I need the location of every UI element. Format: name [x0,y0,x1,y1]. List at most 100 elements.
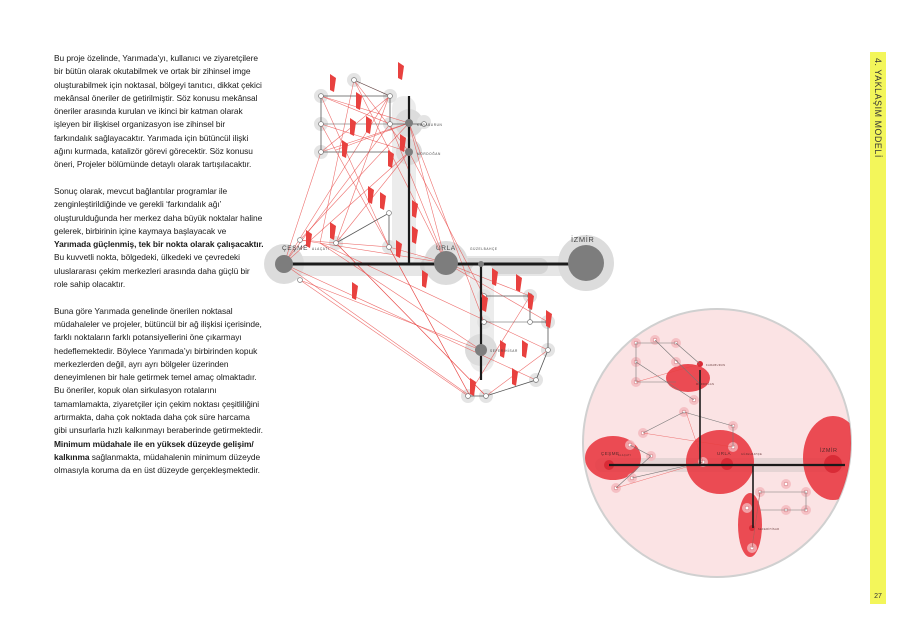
network-link [320,95,410,124]
network-link [319,79,355,244]
network-link [408,151,485,297]
inset-link [675,342,701,365]
inset-izmir-label: İZMİR [820,447,837,454]
inset-link [683,411,734,427]
page-number: 27 [874,593,882,600]
paragraph-2: Sonuç olarak, mevcut bağlantılar program… [54,185,264,291]
paragraph-3: Buna göre Yarımada genelinde önerilen no… [54,305,264,478]
network-link [320,122,410,153]
flag-marker [412,200,418,218]
inset-guzelbahce-label: GÜZELBAHÇE [741,453,762,456]
flag-marker [470,378,476,396]
network-link [299,239,447,264]
guzelbahce-label: GÜZELBAHÇE [470,247,498,251]
inset-red-link [615,461,704,489]
flag-marker [306,230,312,248]
junction-node [545,347,551,353]
network-link [335,95,390,244]
flag-marker [380,192,386,210]
flag-marker [342,140,348,158]
inset-karaburun-label: KARABURUN [706,364,726,367]
inset-red-link [751,491,761,549]
flag-marker [500,340,506,358]
mordogan-node [405,148,413,156]
network-link [389,123,447,264]
junction-node [318,93,324,99]
network-link [299,279,482,351]
alacati-label: ALAÇATI [312,247,329,251]
flag-marker [528,292,534,310]
flag-marker [492,268,498,286]
network-link [445,262,549,323]
network-link [319,242,482,351]
network-link [320,95,391,125]
flag-marker [368,186,374,204]
inset-link [654,339,701,385]
network-link [283,151,410,265]
junction-node [387,93,393,99]
inset-alacati-label: ALAÇATI [618,454,631,457]
paragraph-3-text-a: Buna göre Yarımada genelinde önerilen no… [54,305,263,436]
flag-marker [482,294,488,312]
flag-marker [398,62,404,80]
seferihisar-label: SEFERİHİSAR [490,348,518,353]
izmir-node [568,245,604,281]
karaburun-node [405,119,413,127]
inset-link [635,361,695,401]
network-link [388,246,471,397]
network-link [319,242,549,351]
inset-cesme-label: ÇEŞME [601,451,620,456]
network-link [320,95,390,248]
karaburun-label: KARABURUN [417,123,443,127]
inset-junction [744,505,750,511]
izmir-label: İZMİR [571,235,594,244]
junction-node [465,393,471,399]
chapter-title: 4. YAKLAŞIM MODELİ [873,58,883,158]
body-text-column: Bu proje özelinde, Yarımada’yı, kullanıc… [54,52,264,491]
paragraph-3-emphasis: Minimum müdahale ile en yüksek düzeyde g… [54,438,254,462]
seferihisar-inset-node [749,525,755,531]
inset-urla-label: URLA [717,451,731,456]
network-link [408,122,447,264]
junction-node [421,121,427,127]
flag-marker [330,74,336,92]
paragraph-2-text-a: Sonuç olarak, mevcut bağlantılar program… [54,185,263,236]
cesme-node [275,255,293,273]
flag-marker [422,270,428,288]
flag-marker [350,118,356,136]
network-link [320,123,390,248]
flag-marker [366,116,372,134]
network-link [335,122,410,151]
paragraph-2-text-b: Bu kuvvetli nokta, bölgedeki, ülkedeki v… [54,252,250,290]
frame-line [468,349,549,397]
flag-marker [522,340,528,358]
junction-node [483,393,489,399]
flag-marker [396,240,402,258]
inset-seferihisar-label: SEFERİHİSAR [758,528,779,531]
inset-link [615,455,652,489]
junction-node [318,121,324,127]
junction-node [333,240,339,246]
network-link [467,295,531,397]
frame-line [353,79,391,97]
inset-junction [783,481,789,487]
junction-node [533,377,539,383]
flag-marker [330,222,336,240]
junction-node [481,319,487,325]
inset-red-link [635,363,701,383]
network-link [353,79,447,264]
urla-node [434,251,458,275]
flag-marker [356,92,362,110]
junction-node [386,210,392,216]
mordogan-label: MORDOĞAN [417,151,441,156]
paragraph-1: Bu proje özelinde, Yarımada’yı, kullanıc… [54,52,264,172]
network-link [299,279,469,397]
chapter-side-tab: 4. YAKLAŞIM MODELİ 27 [870,52,886,604]
urla-label: URLA [436,245,456,252]
junction-node [387,121,393,127]
flag-marker [512,368,518,386]
